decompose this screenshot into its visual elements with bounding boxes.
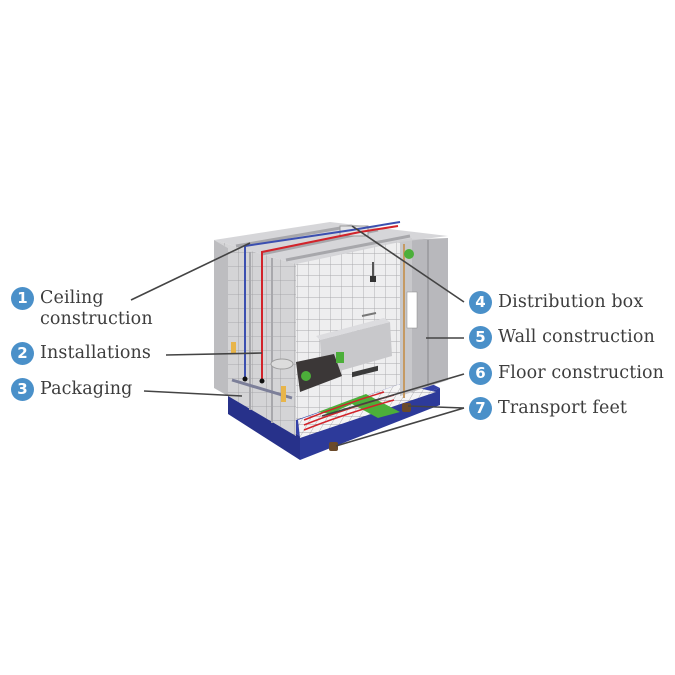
left-wall	[214, 240, 296, 436]
number-badge: 4	[469, 291, 492, 314]
label-text: Packaging	[40, 379, 133, 399]
right-wall	[400, 238, 448, 398]
number-badge: 6	[469, 362, 492, 385]
label-distribution-box: 4 Distribution box	[469, 291, 644, 314]
label-text: Installations	[40, 343, 151, 363]
label-text: Distribution box	[498, 292, 644, 312]
label-wall-construction: 5 Wall construction	[469, 326, 655, 349]
pipes	[242, 221, 401, 384]
label-installations: 2 Installations	[11, 342, 151, 365]
number-badge: 1	[11, 287, 34, 310]
shower-fixture	[361, 262, 377, 317]
vanity	[270, 352, 344, 392]
label-ceiling-construction: 1 Ceiling construction	[11, 287, 153, 330]
number-badge: 2	[11, 342, 34, 365]
label-transport-feet: 7 Transport feet	[469, 397, 628, 420]
label-text: Floor construction	[498, 363, 665, 383]
leader-lines	[130, 225, 465, 447]
label-packaging: 3 Packaging	[11, 378, 133, 401]
label-text: Ceiling construction	[40, 288, 153, 329]
label-text: Wall construction	[498, 327, 655, 347]
number-badge: 3	[11, 378, 34, 401]
ceiling	[214, 222, 448, 264]
label-floor-construction: 6 Floor construction	[469, 362, 665, 385]
number-badge: 7	[469, 397, 492, 420]
number-badge: 5	[469, 326, 492, 349]
label-text: Transport feet	[498, 398, 628, 418]
